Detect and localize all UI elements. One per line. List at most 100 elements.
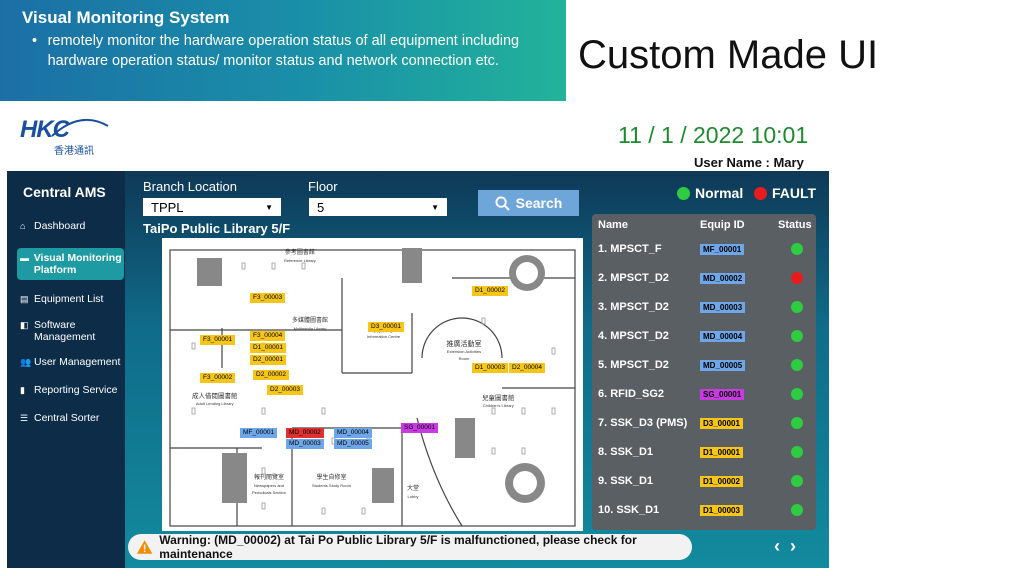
device-tag[interactable]: D3_00001 xyxy=(368,322,404,332)
users-icon: 👥 xyxy=(20,357,32,367)
equipment-name: 4. MPSCT_D2 xyxy=(598,329,669,342)
status-dot-icon xyxy=(791,474,803,487)
room-label-en: Students Study Room xyxy=(312,483,351,488)
table-row[interactable]: 3. MPSCT_D2 MD_00003 xyxy=(592,292,816,321)
status-table-header: Name Equip ID Status xyxy=(592,214,816,236)
room-label: 參考圖書館 xyxy=(284,250,315,256)
table-row[interactable]: 2. MPSCT_D2 MD_00002 xyxy=(592,263,816,292)
sidebar-item-label: Equipment List xyxy=(34,293,104,305)
user-name: User Name : Mary xyxy=(694,155,804,170)
logo-swoosh-icon xyxy=(51,119,109,137)
device-tag[interactable]: MF_00001 xyxy=(240,428,278,438)
equipment-id: D1_00002 xyxy=(700,475,778,487)
equipment-name: 5. MPSCT_D2 xyxy=(598,358,669,371)
status-indicator xyxy=(778,329,816,342)
map-title: TaiPo Public Library 5/F xyxy=(143,221,291,236)
room-label-en: Newspapers and Periodicals Section xyxy=(251,483,287,495)
equip-id-badge: D3_00001 xyxy=(700,417,743,429)
chevron-right-icon[interactable]: › xyxy=(790,536,796,556)
device-tag[interactable]: MD_00002 xyxy=(286,428,324,438)
chevron-left-icon[interactable]: ‹ xyxy=(774,536,780,556)
device-tag[interactable]: D2_00001 xyxy=(250,355,286,365)
device-tag[interactable]: D2_00002 xyxy=(253,370,289,380)
sidebar-item-label: Central Sorter xyxy=(34,412,100,424)
sidebar-item-software-management[interactable]: ◧ Software Management xyxy=(7,319,125,343)
room-label-en: Multimedia Library xyxy=(293,326,327,331)
device-tag[interactable]: D1_00002 xyxy=(472,286,508,296)
equip-id-badge: MD_00003 xyxy=(700,301,746,313)
device-tag[interactable]: D1_00003 xyxy=(472,363,508,373)
room-label: 成人借閱圖書館 xyxy=(192,393,238,400)
equip-id-badge: MD_00005 xyxy=(700,359,746,371)
room-label-en: Adult Lending Library xyxy=(195,401,234,406)
company-logo: HKC 香港通訊 xyxy=(20,116,110,166)
room-label: 大堂 xyxy=(407,486,420,492)
status-dot-icon xyxy=(791,445,803,458)
status-indicator xyxy=(778,358,816,371)
device-tag[interactable]: D2_00004 xyxy=(509,363,545,373)
sidebar-item-dashboard[interactable]: ⌂ Dashboard xyxy=(7,220,125,232)
banner-description-text: remotely monitor the hardware operation … xyxy=(47,33,520,69)
room-lobby: 大堂 Lobby xyxy=(407,486,419,500)
table-row[interactable]: 5. MPSCT_D2 MD_00005 xyxy=(592,350,816,379)
legend-normal: Normal xyxy=(677,185,743,201)
device-tag[interactable]: D2_00003 xyxy=(267,385,303,395)
column-header-name: Name xyxy=(598,219,628,231)
table-row[interactable]: 6. RFID_SG2 SG_00001 xyxy=(592,379,816,408)
table-row[interactable]: 8. SSK_D1 D1_00001 xyxy=(592,437,816,466)
sidebar-item-user-management[interactable]: 👥 User Management xyxy=(7,356,125,368)
equip-id-badge: MD_00004 xyxy=(700,330,746,342)
sidebar-item-label: User Management xyxy=(34,356,121,368)
equipment-name: 10. SSK_D1 xyxy=(598,503,660,516)
equipment-name: 6. RFID_SG2 xyxy=(598,387,665,400)
table-row[interactable]: 9. SSK_D1 D1_00002 xyxy=(592,466,816,495)
equip-id-badge: SG_00001 xyxy=(700,388,745,400)
floor-value: 5 xyxy=(317,199,325,215)
room-label: 報刊閱覽室 xyxy=(253,475,284,481)
sidebar-item-reporting-service[interactable]: ▮ Reporting Service xyxy=(7,384,125,396)
equipment-name: 8. SSK_D1 xyxy=(598,445,654,458)
table-row[interactable]: 1. MPSCT_F MF_00001 xyxy=(592,234,816,263)
device-tag[interactable]: SG_00001 xyxy=(401,423,439,433)
device-tag[interactable]: F3_00001 xyxy=(200,335,236,345)
sidebar-item-visual-monitoring[interactable]: ▬ Visual Monitoring Platform xyxy=(17,248,124,280)
column-header-status: Status xyxy=(778,219,812,231)
table-row[interactable]: 4. MPSCT_D2 MD_00004 xyxy=(592,321,816,350)
slide-title: Custom Made UI xyxy=(578,33,879,77)
equipment-id: MD_00002 xyxy=(700,272,778,284)
warning-banner[interactable]: Warning: (MD_00002) at Tai Po Public Lib… xyxy=(128,533,692,561)
device-tag[interactable]: MD_00003 xyxy=(286,439,324,449)
room-label-en: Reference Library xyxy=(284,258,316,263)
table-row[interactable]: 7. SSK_D3 (PMS) D3_00001 xyxy=(592,408,816,437)
equipment-id: MF_00001 xyxy=(700,243,778,255)
device-tag[interactable]: F3_00003 xyxy=(250,293,286,303)
fault-dot-icon xyxy=(754,186,767,200)
table-row[interactable]: 10. SSK_D1 D1_00003 xyxy=(592,495,816,524)
equipment-id: D3_00001 xyxy=(700,417,778,429)
column-header-equip-id: Equip ID xyxy=(700,219,745,231)
list-icon: ▤ xyxy=(20,294,29,304)
equip-id-badge: D1_00002 xyxy=(700,475,743,487)
sidebar-item-central-sorter[interactable]: ☰ Central Sorter xyxy=(7,412,125,424)
room-label-en: Children's Library xyxy=(482,403,514,408)
equipment-status-panel: Name Equip ID Status 1. MPSCT_F MF_00001… xyxy=(592,214,816,530)
floor-select[interactable]: 5 ▼ xyxy=(309,198,447,216)
equipment-name: 9. SSK_D1 xyxy=(598,474,654,487)
status-indicator xyxy=(778,503,816,516)
device-tag[interactable]: F3_00002 xyxy=(200,373,236,383)
device-tag[interactable]: MD_00005 xyxy=(334,439,372,449)
device-tag[interactable]: F3_00004 xyxy=(250,331,286,341)
branch-location-select[interactable]: TPPL ▼ xyxy=(143,198,281,216)
room-label: 推廣活動室 xyxy=(446,341,482,348)
search-button[interactable]: Search xyxy=(478,190,579,216)
equipment-id: SG_00001 xyxy=(700,388,778,400)
floor-plan-drawing xyxy=(169,248,576,527)
sidebar-item-equipment-list[interactable]: ▤ Equipment List xyxy=(7,293,125,305)
device-tag[interactable]: D1_00001 xyxy=(250,343,286,353)
device-tag[interactable]: MD_00004 xyxy=(334,428,372,438)
equip-id-badge: MF_00001 xyxy=(700,243,745,255)
equip-id-badge: D1_00001 xyxy=(700,446,743,458)
sidebar-item-label: Reporting Service xyxy=(34,384,118,396)
status-dot-icon xyxy=(791,300,803,313)
